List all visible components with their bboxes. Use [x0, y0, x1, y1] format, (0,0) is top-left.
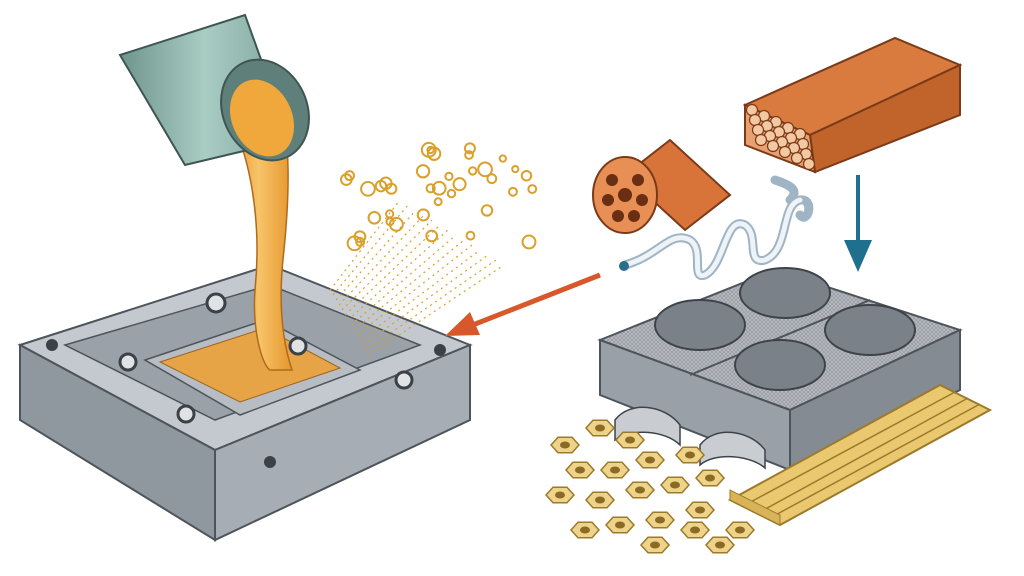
- pellet-ring: [388, 216, 404, 232]
- nut: [694, 469, 726, 487]
- spray-trail: [335, 209, 417, 301]
- pellet-ring: [425, 229, 439, 243]
- pellet-spray: [329, 141, 538, 356]
- pellet-ring: [480, 204, 494, 217]
- nut: [724, 521, 756, 539]
- spray-trail: [338, 214, 425, 306]
- spray-trail: [332, 204, 409, 296]
- pellet-ring: [425, 183, 436, 194]
- tube-nozzle-icon: [619, 261, 629, 271]
- tube-end: [790, 151, 804, 165]
- pellet-ring: [416, 208, 430, 222]
- pellet-ring: [527, 184, 538, 194]
- pellet-ring: [367, 210, 382, 225]
- nut: [564, 461, 596, 479]
- pellet-ring: [426, 146, 442, 161]
- spray-trail: [362, 254, 489, 346]
- nut: [659, 476, 691, 494]
- nut-pieces: [544, 419, 756, 554]
- nut: [644, 511, 676, 529]
- process-arrow-left: [445, 272, 601, 336]
- pellet-ring: [463, 142, 476, 155]
- pellet-ring: [433, 197, 443, 207]
- pellet-ring: [467, 166, 478, 176]
- pellet-ring: [355, 236, 366, 247]
- pellet-ring: [521, 234, 537, 250]
- pellet-ring: [446, 188, 457, 199]
- pellet-ring: [477, 161, 493, 178]
- tube-end: [754, 133, 768, 147]
- spray-trail: [356, 244, 473, 336]
- molten-material-stream: [223, 99, 294, 371]
- tube-end: [745, 103, 759, 117]
- nut: [604, 516, 636, 534]
- process-arrow-down: [844, 175, 872, 272]
- pellet-ring: [520, 169, 533, 182]
- pellet-ring: [464, 150, 474, 160]
- perforated-cylinder: [592, 138, 732, 234]
- nut: [569, 521, 601, 539]
- nut: [639, 536, 671, 554]
- cavity-mold-block: [597, 267, 963, 472]
- tube-end: [778, 145, 792, 159]
- spray-trail: [347, 229, 449, 321]
- nut: [704, 536, 736, 554]
- nut: [679, 521, 711, 539]
- pellet-ring: [486, 173, 498, 185]
- nut: [684, 501, 716, 519]
- tube-end: [748, 113, 762, 127]
- pouring-cup: [118, 13, 310, 167]
- extruded-rods: [727, 383, 993, 527]
- pellet-ring: [444, 171, 454, 181]
- nut: [584, 491, 616, 509]
- nut: [674, 446, 706, 464]
- pellet-ring: [346, 235, 363, 252]
- coiled-tube-highlight: [622, 197, 803, 278]
- nut: [634, 451, 666, 469]
- spray-trail: [329, 199, 401, 291]
- pellet-ring: [360, 181, 376, 197]
- pellet-ring: [344, 170, 356, 182]
- nut: [624, 481, 656, 499]
- nut: [599, 461, 631, 479]
- pellet-ring: [452, 177, 467, 192]
- spray-trail: [350, 234, 457, 326]
- tube-bundle: [742, 36, 963, 174]
- pellet-ring: [415, 164, 431, 179]
- pellet-ring: [426, 145, 435, 155]
- pellet-ring: [379, 176, 393, 191]
- nut: [549, 436, 581, 454]
- nut: [614, 431, 646, 449]
- spray-trail: [359, 249, 481, 341]
- spray-trail: [344, 224, 441, 316]
- injection-mold: [17, 263, 473, 542]
- pellet-ring: [431, 180, 447, 196]
- pellet-ring: [511, 164, 520, 174]
- tube-end: [766, 139, 780, 153]
- pellet-ring: [498, 154, 507, 163]
- tube-end: [802, 157, 816, 171]
- pellet-ring: [465, 230, 476, 241]
- nut: [544, 486, 576, 504]
- pellet-ring: [339, 173, 353, 186]
- spray-trail: [365, 259, 497, 351]
- pellet-ring: [508, 186, 518, 197]
- tube-end: [751, 123, 765, 137]
- nut: [584, 419, 616, 437]
